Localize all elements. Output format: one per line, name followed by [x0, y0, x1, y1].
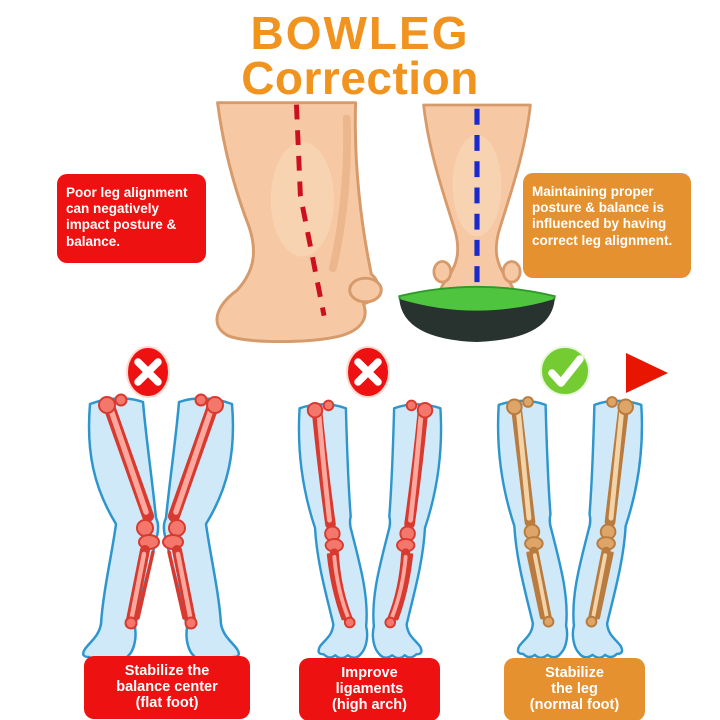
callout-poor-alignment-text: Poor leg alignment can negatively impact… [66, 185, 188, 249]
label-line: Stabilize the [124, 663, 210, 679]
legs-flat-foot-illustration [81, 390, 246, 662]
heel-cup-insole [398, 285, 556, 343]
heel-bump [348, 276, 383, 304]
label-line: Improve [341, 665, 398, 681]
misalignment-guide-line [293, 104, 327, 317]
misaligned-ankle-illustration [215, 101, 383, 343]
legs-normal-foot-illustration [496, 388, 653, 660]
page-title: BOWLEG [250, 7, 470, 59]
corrected-ankle-illustration [398, 103, 556, 343]
label-line: Stabilize [545, 665, 604, 681]
arrowhead [626, 353, 668, 393]
callout-poor-alignment: Poor leg alignment can negatively impact… [57, 174, 206, 263]
progress-arrow [86, 346, 668, 398]
label-high-arch: Improve ligaments (high arch) [299, 658, 440, 720]
page-subtitle: Correction [241, 52, 479, 104]
label-line: ligaments [335, 681, 404, 698]
label-normal-foot: Stabilize the leg (normal foot) [504, 658, 645, 720]
callout-proper-posture: Maintaining proper posture & balance is … [523, 173, 691, 278]
cross-icon [346, 346, 390, 398]
label-line: (high arch) [332, 697, 407, 714]
callout-proper-posture-text: Maintaining proper posture & balance is … [532, 184, 673, 248]
label-line: the leg [551, 681, 598, 698]
label-flat-foot: Stabilize the balance center (flat foot) [84, 656, 250, 719]
label-line: balance center [116, 679, 218, 696]
label-line: (normal foot) [529, 697, 620, 714]
check-icon [540, 346, 590, 396]
label-line: (flat foot) [135, 695, 199, 712]
cross-icon [126, 346, 170, 398]
legs-high-arch-illustration [297, 392, 452, 660]
